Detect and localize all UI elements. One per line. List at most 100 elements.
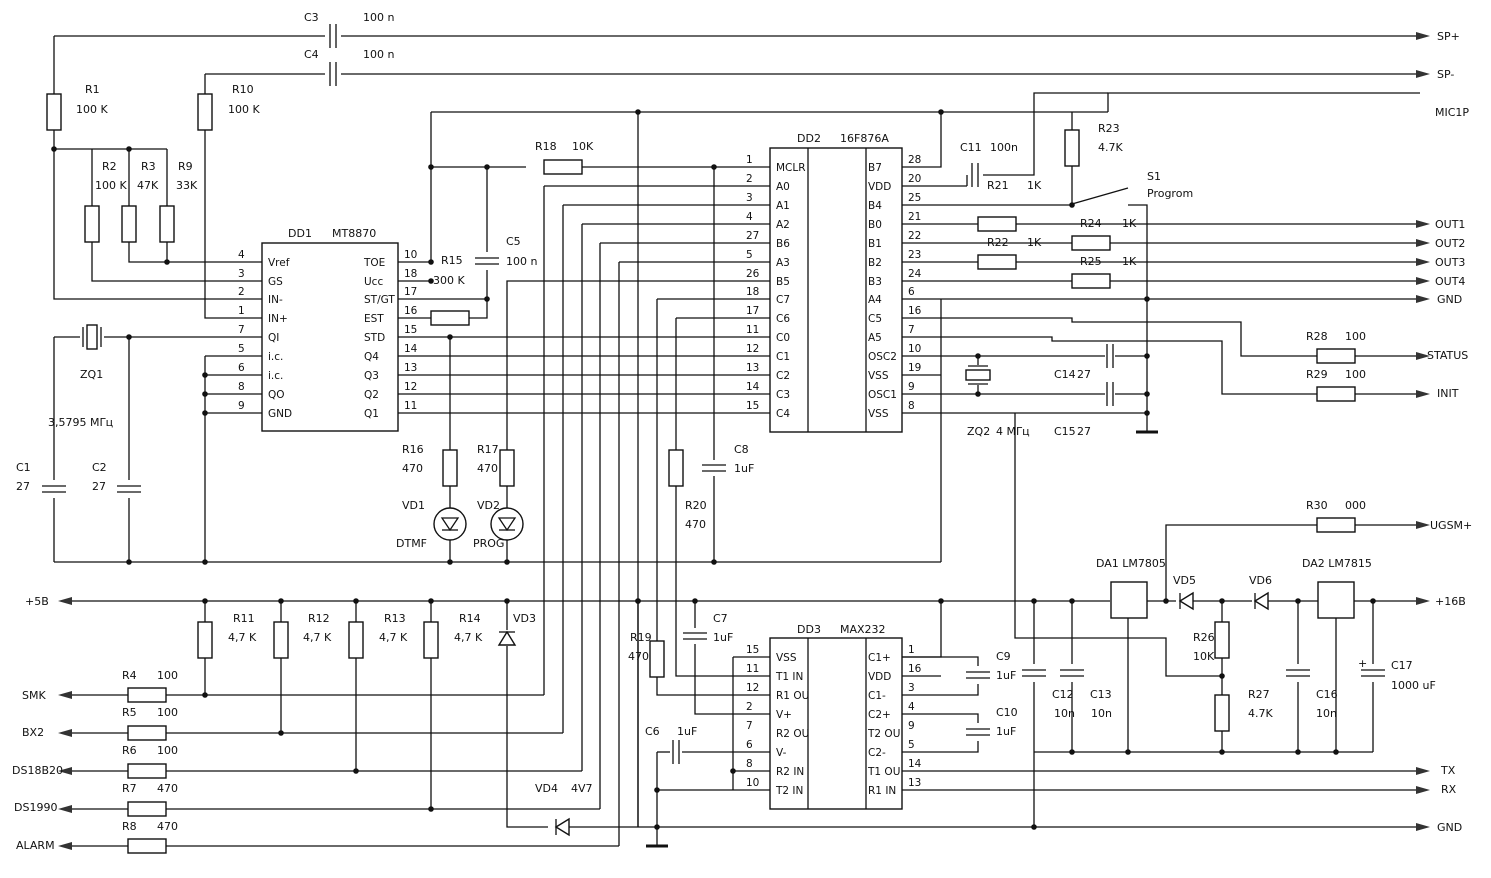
port-init: INIT — [1437, 387, 1459, 400]
port-alarm: ALARM — [16, 839, 55, 852]
value-c4: 100 n — [363, 48, 394, 61]
dd3-pin-num: 6 — [746, 739, 753, 751]
wire — [902, 317, 1317, 357]
port-ds1990: DS1990 — [14, 801, 57, 814]
dd1-pin-name: IN+ — [268, 313, 288, 325]
label-c6: C6 — [645, 725, 660, 738]
switch-s1: S1 Progrom — [1071, 170, 1193, 205]
junction-dot — [1333, 749, 1339, 755]
resistor-r24-body — [1071, 235, 1111, 251]
junction-dot — [1069, 749, 1075, 755]
dd2-pin-num: 27 — [746, 230, 759, 242]
value-r7: 470 — [157, 782, 178, 795]
dd2-pin-num: 9 — [908, 381, 915, 393]
dd3-pin-name: T2 IN — [775, 785, 803, 797]
port-16v: +16B — [1435, 595, 1466, 608]
junction-dot — [1219, 598, 1225, 604]
label-c17: C17 — [1391, 659, 1413, 672]
wire — [902, 713, 979, 723]
junction-dot — [126, 146, 132, 152]
port-arrow — [1416, 786, 1430, 794]
dd3-pin-num: 14 — [908, 758, 922, 770]
dd2-pin-num: 11 — [746, 324, 759, 336]
label-r19: R19 — [630, 631, 652, 644]
dd2-pin-name: VSS — [868, 408, 889, 420]
value-r29: 100 — [1345, 368, 1366, 381]
resistor-r25-body — [1071, 273, 1111, 289]
dd3-ref: DD3 — [797, 623, 821, 636]
dd3-pin-name: T1 OU — [867, 766, 900, 778]
port-arrow — [1416, 767, 1430, 775]
port-arrow — [1416, 220, 1430, 228]
dd2-pin-name: B2 — [868, 257, 882, 269]
dd2-pin-name: A1 — [776, 200, 790, 212]
port-ugsm: UGSM+ — [1430, 519, 1472, 532]
dd2-pin-name: C1 — [776, 351, 790, 363]
dd2-pin-name: C0 — [776, 332, 790, 344]
wire — [469, 299, 488, 319]
da1-label: DA1 LM7805 — [1096, 557, 1166, 570]
dd1-pin-num: 3 — [238, 268, 245, 280]
dd1-pin-num: 11 — [404, 400, 417, 412]
label-c7: C7 — [713, 612, 728, 625]
junction-dot — [484, 164, 490, 170]
dd3-pin-num: 5 — [908, 739, 915, 751]
port-5v: +5B — [25, 595, 49, 608]
port-arrow — [1416, 352, 1430, 360]
dd1-pin-name: TOE — [363, 257, 385, 269]
value-r22: 1K — [1027, 236, 1042, 249]
led-vd1-triangle — [440, 517, 460, 532]
resistor-r10 — [197, 93, 213, 131]
value-vd1: DTMF — [396, 537, 427, 550]
dd1-pin-num: 9 — [238, 400, 245, 412]
value-vd4: 4V7 — [571, 782, 593, 795]
junction-dot — [654, 824, 660, 830]
wire — [1014, 413, 1222, 677]
value-c13: 10n — [1091, 707, 1112, 720]
dd2-pin-num: 4 — [746, 211, 753, 223]
label-r9: R9 — [178, 160, 193, 173]
capacitor-c10 — [966, 727, 990, 737]
diode-vd6 — [1253, 591, 1269, 611]
resistor-r11 — [197, 621, 213, 659]
junction-dot — [278, 730, 284, 736]
capacitor-c13 — [1060, 668, 1084, 678]
label-c1: C1 — [16, 461, 31, 474]
junction-dot — [711, 164, 717, 170]
label-r12: R12 — [308, 612, 330, 625]
port-rx: RX — [1441, 783, 1457, 796]
label-r7: R7 — [122, 782, 137, 795]
value-c1: 27 — [16, 480, 30, 493]
junction-dot — [1219, 749, 1225, 755]
value-r28: 100 — [1345, 330, 1366, 343]
dd1-pin-name: GS — [268, 276, 283, 288]
dd2-pin-num: 2 — [746, 173, 753, 185]
resistor-r16 — [442, 449, 458, 487]
label-r22: R22 — [987, 236, 1009, 249]
label-r10: R10 — [232, 83, 254, 96]
port-arrow — [58, 805, 72, 813]
junction-dot — [428, 806, 434, 812]
value-r17: 470 — [477, 462, 498, 475]
label-c15: C15 — [1054, 425, 1076, 438]
label-r2: R2 — [102, 160, 117, 173]
port-arrow — [58, 842, 72, 850]
value-r14: 4,7 K — [454, 631, 483, 644]
wire — [1128, 204, 1148, 432]
dd2-pin-num: 22 — [908, 230, 921, 242]
dd2-pin-name: MCLR — [776, 162, 806, 174]
dd1-pin-num: 7 — [238, 324, 245, 336]
dd2-pin-name: A5 — [868, 332, 882, 344]
dd3-pin-name: V- — [776, 747, 787, 759]
dd3-pin-name: C1- — [868, 690, 886, 702]
resistor-r4 — [127, 687, 167, 703]
junction-dot — [1144, 410, 1150, 416]
label-c9: C9 — [996, 650, 1011, 663]
value-r3: 47K — [137, 179, 159, 192]
regulator-da2: DA2 LM7815 — [1302, 557, 1372, 619]
crystal-zq1 — [86, 324, 98, 350]
dd2-pin-name: OSC1 — [868, 389, 897, 401]
label-c4: C4 — [304, 48, 319, 61]
label-r5: R5 — [122, 706, 137, 719]
